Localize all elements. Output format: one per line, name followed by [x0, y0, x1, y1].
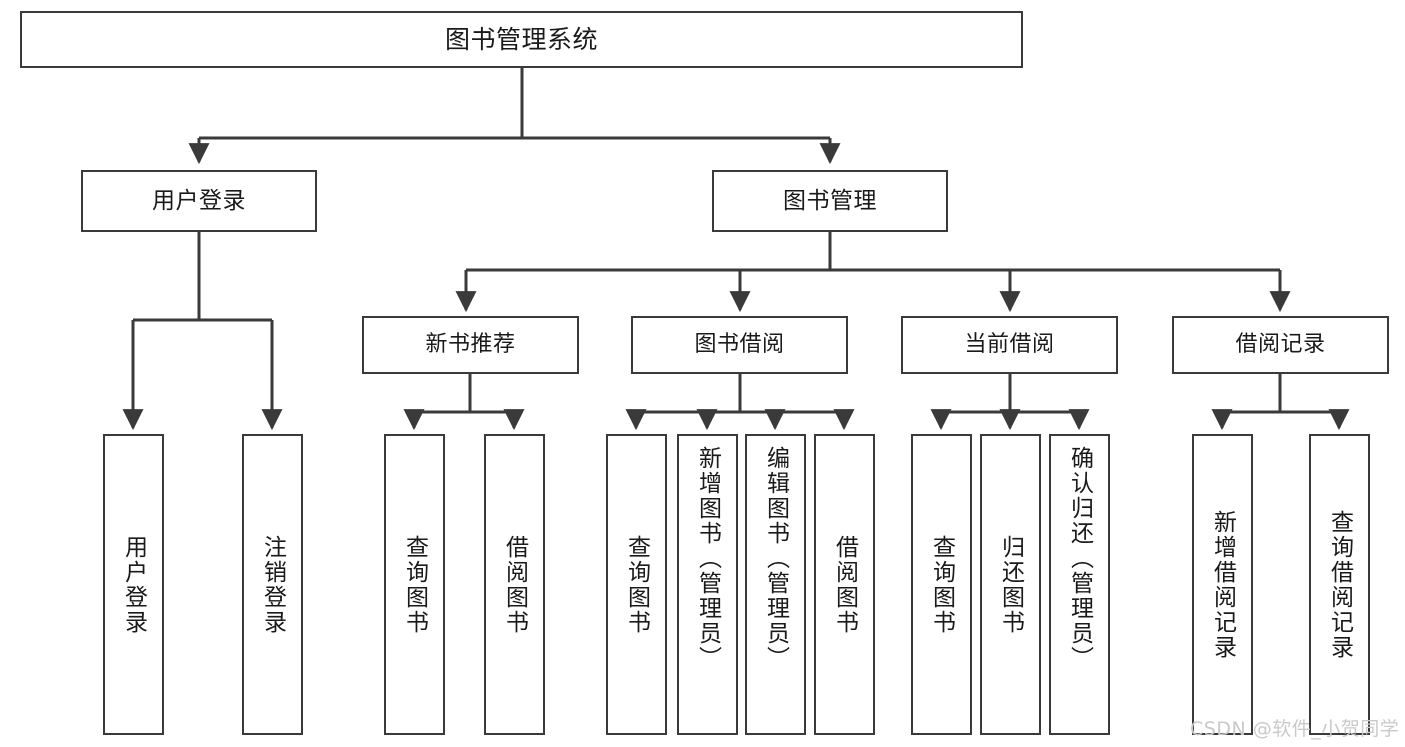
node-label: 确认归还（管理员）	[1066, 446, 1093, 671]
node-label: 借阅图书	[831, 534, 858, 635]
leaf-current-return-book[interactable]: 归还图书	[980, 434, 1041, 735]
node-label: 借阅记录	[1235, 332, 1326, 358]
leaf-user-login-login[interactable]: 用户登录	[103, 434, 164, 735]
leaf-recommend-borrow-book[interactable]: 借阅图书	[484, 434, 545, 735]
leaf-recommend-query-book[interactable]: 查询图书	[384, 434, 445, 735]
node-label: 编辑图书（管理员）	[762, 446, 789, 671]
leaf-borrow-edit-book-admin[interactable]: 编辑图书（管理员）	[745, 434, 806, 735]
node-label: 归还图书	[997, 534, 1024, 635]
leaf-user-login-logout[interactable]: 注销登录	[242, 434, 303, 735]
node-label: 注销登录	[259, 534, 286, 635]
node-label: 查询图书	[928, 534, 955, 635]
leaf-current-confirm-return-admin[interactable]: 确认归还（管理员）	[1049, 434, 1110, 735]
node-root-system[interactable]: 图书管理系统	[20, 11, 1023, 68]
leaf-borrow-add-book-admin[interactable]: 新增图书（管理员）	[677, 434, 738, 735]
node-label: 新增借阅记录	[1209, 509, 1236, 660]
leaf-record-query-record[interactable]: 查询借阅记录	[1309, 434, 1370, 735]
node-label: 图书管理	[783, 187, 877, 214]
node-book-management[interactable]: 图书管理	[712, 170, 948, 232]
node-label: 当前借阅	[964, 332, 1055, 358]
node-label: 图书借阅	[694, 332, 785, 358]
node-label: 新增图书（管理员）	[694, 446, 721, 671]
node-label: 查询借阅记录	[1326, 509, 1353, 660]
node-label: 用户登录	[152, 187, 246, 214]
watermark-text: CSDN @软件_小贺同学	[1190, 718, 1400, 740]
node-label: 图书管理系统	[444, 25, 598, 54]
node-user-login[interactable]: 用户登录	[81, 170, 317, 232]
leaf-borrow-borrow-book[interactable]: 借阅图书	[814, 434, 875, 735]
leaf-borrow-query-book[interactable]: 查询图书	[606, 434, 667, 735]
leaf-record-add-record[interactable]: 新增借阅记录	[1192, 434, 1253, 735]
node-borrow-record[interactable]: 借阅记录	[1172, 316, 1389, 374]
node-label: 借阅图书	[501, 534, 528, 635]
node-label: 查询图书	[623, 534, 650, 635]
node-book-borrow[interactable]: 图书借阅	[631, 316, 848, 374]
node-label: 用户登录	[120, 534, 147, 635]
node-new-book-recommend[interactable]: 新书推荐	[362, 316, 579, 374]
node-label: 查询图书	[401, 534, 428, 635]
node-label: 新书推荐	[425, 332, 516, 358]
leaf-current-query-book[interactable]: 查询图书	[911, 434, 972, 735]
node-current-borrow[interactable]: 当前借阅	[901, 316, 1118, 374]
